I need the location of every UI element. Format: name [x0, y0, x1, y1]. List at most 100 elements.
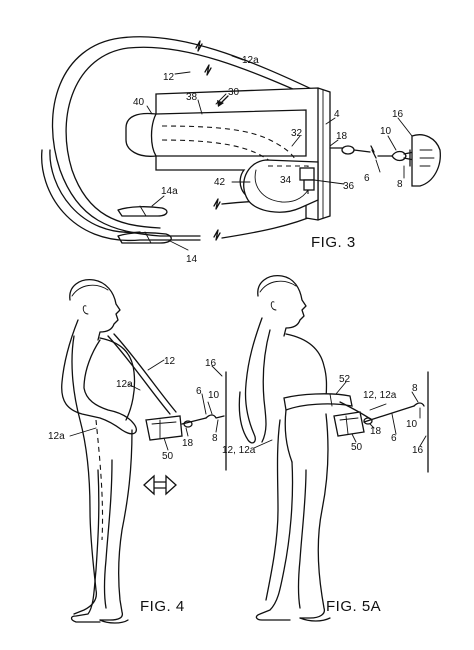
- figure-3: 12a 12 40 38 30 4 16 18 10 32 34 42 36 6…: [41, 36, 441, 265]
- label-12a-back: 12a: [48, 431, 65, 442]
- figure5a-ring-18: [363, 417, 373, 425]
- break-mark: [370, 145, 377, 159]
- buckle-14: [117, 231, 172, 244]
- element-38-head: [150, 113, 157, 157]
- figure5a-hip: [284, 409, 293, 463]
- figure-5a: 52 12, 12a 8 10 18 6 50 16 12, 12a FIG. …: [222, 275, 429, 622]
- label-18: 18: [370, 426, 382, 437]
- figure4-strap-12b: [113, 333, 177, 413]
- label-50: 50: [162, 451, 174, 462]
- figure5a-hair: [259, 280, 297, 293]
- valve-36b: [303, 179, 315, 191]
- figure4-foot: [99, 619, 129, 624]
- figure5a-chest: [285, 333, 328, 403]
- strap-lower-b: [41, 149, 201, 242]
- figure5a-inner-leg: [297, 469, 307, 609]
- label-12a: 12a: [242, 55, 259, 66]
- break-mark: [204, 64, 212, 76]
- label-10: 10: [380, 126, 392, 137]
- figure4-head: [69, 279, 121, 341]
- figure5a-belt-52: [283, 393, 353, 411]
- label-40: 40: [133, 97, 145, 108]
- label-10: 10: [208, 390, 220, 401]
- cable-6: [353, 149, 371, 153]
- label-12-12a-top: 12, 12a: [363, 390, 397, 401]
- label-38: 38: [186, 92, 198, 103]
- figure5a-ear: [270, 301, 277, 311]
- figure5a-rear-leg-back: [265, 419, 281, 601]
- break-mark: [213, 229, 221, 241]
- figure5a-foot: [299, 617, 331, 622]
- figure4-body: [61, 319, 137, 435]
- label-14: 14: [186, 254, 198, 265]
- ring-18: [341, 145, 355, 155]
- figure4-torso-front: [99, 337, 136, 421]
- reservoir-dashed: [268, 165, 309, 196]
- channel-dashes: [161, 125, 298, 171]
- figure5a-belt-buckle: [329, 393, 333, 407]
- figure5a-cable-6: [363, 405, 415, 423]
- hook-10: [391, 150, 407, 162]
- label-36: 36: [343, 181, 355, 192]
- leader-lines-fig4: [69, 359, 223, 451]
- label-8: 8: [412, 383, 418, 394]
- figure4-housing-detail: [151, 419, 177, 439]
- label-12a: 12a: [116, 379, 133, 390]
- label-8: 8: [212, 433, 218, 444]
- anchor-screws: [419, 149, 435, 167]
- label-10: 10: [406, 419, 418, 430]
- figure4-hair: [71, 284, 109, 297]
- label-14a: 14a: [161, 186, 178, 197]
- break-mark: [195, 40, 203, 52]
- label-34: 34: [280, 175, 292, 186]
- figure4-front-leg: [99, 429, 133, 621]
- label-50: 50: [351, 442, 363, 453]
- label-16: 16: [392, 109, 404, 120]
- label-4: 4: [334, 109, 340, 120]
- valve-36: [299, 167, 315, 181]
- caption-fig3: FIG. 3: [311, 234, 356, 251]
- label-6: 6: [364, 173, 370, 184]
- label-12: 12: [163, 72, 175, 83]
- label-12-12a-side: 12, 12a: [222, 445, 256, 456]
- break-mark: [213, 198, 221, 210]
- label-6: 6: [196, 386, 202, 397]
- figure5a-rear-leg: [255, 461, 294, 621]
- label-42: 42: [214, 177, 226, 188]
- strap-12a: [52, 36, 319, 237]
- figure5a-arm: [261, 329, 271, 443]
- leader-lines-fig5a: [253, 381, 427, 449]
- element-38: [125, 109, 307, 157]
- figure4-ring-18: [183, 420, 193, 428]
- caption-fig4: FIG. 4: [140, 598, 185, 615]
- leader-lines-fig3: [146, 55, 413, 251]
- strap-lower-c: [49, 149, 141, 234]
- figure4-cable-6: [181, 417, 207, 425]
- strap-to-box: [221, 213, 319, 239]
- figure4-hook-10: [205, 414, 225, 419]
- figure4-strap-12a-back: [95, 419, 104, 541]
- label-30: 30: [228, 87, 240, 98]
- reservoir-inner: [254, 169, 311, 203]
- buckle-14a: [117, 205, 168, 217]
- wall-anchor-16: [411, 134, 441, 187]
- caption-fig5a: FIG. 5A: [326, 598, 381, 615]
- label-16: 16: [205, 358, 217, 369]
- figure4-double-arrow: [143, 474, 177, 496]
- label-32: 32: [291, 128, 303, 139]
- figure5a-head: [257, 275, 307, 337]
- label-18: 18: [336, 131, 348, 142]
- strap-12: [65, 46, 319, 229]
- figure4-rear-leg: [70, 469, 101, 623]
- figure4-back: [71, 335, 98, 615]
- figure4-housing-50: [145, 415, 183, 441]
- figure4-ear: [82, 305, 89, 315]
- arrow-30-head: [217, 100, 224, 107]
- figure5a-back: [238, 317, 263, 444]
- label-52: 52: [339, 374, 351, 385]
- label-18: 18: [182, 438, 194, 449]
- label-8: 8: [397, 179, 403, 190]
- figure-4: 12 12a 12a 16 6 10 18 8 50 FIG. 4: [48, 279, 227, 624]
